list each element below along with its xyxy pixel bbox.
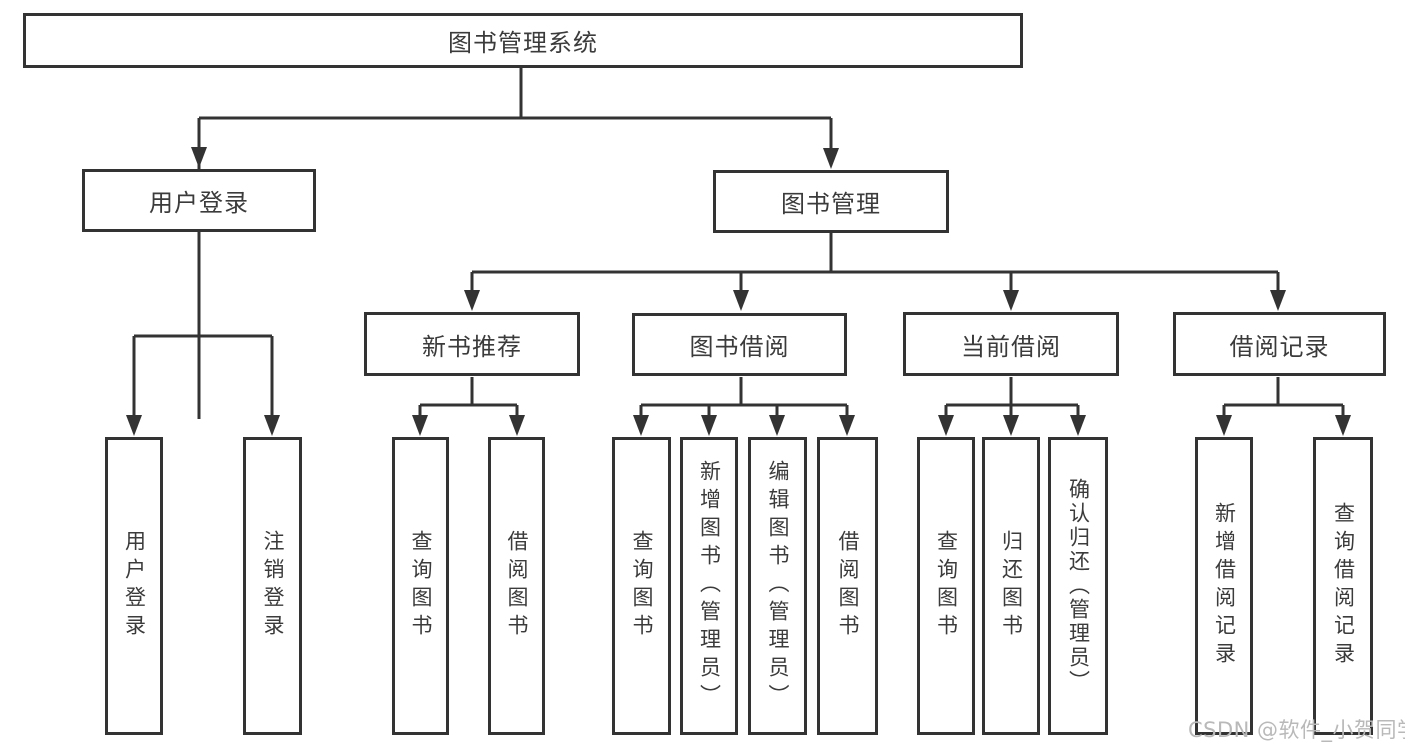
leaf-records-query-record: 查询借阅记录: [1313, 437, 1373, 735]
csdn-watermark: CSDN @软件_小贺同学: [1188, 718, 1405, 742]
leaf-current-query-books: 查询图书: [917, 437, 975, 735]
leaf-current-return-books: 归还图书: [982, 437, 1040, 735]
leaf-current-confirm-return-admin: 确认归还（管理员）: [1048, 437, 1108, 735]
leaf-newbook-query-books: 查询图书: [392, 437, 449, 735]
node-root-system: 图书管理系统: [23, 13, 1023, 68]
node-current-borrow: 当前借阅: [903, 312, 1119, 376]
connector-bookmgmt-to-level3: [470, 233, 1280, 296]
connector-userlogin-to-leaves: [132, 232, 274, 420]
node-new-book-recommend: 新书推荐: [364, 312, 580, 376]
leaf-borrow-add-books-admin: 新增图书（管理员）: [680, 437, 738, 735]
node-user-login: 用户登录: [82, 169, 316, 232]
leaf-newbook-borrow-books: 借阅图书: [488, 437, 545, 735]
leaf-borrow-query-books: 查询图书: [612, 437, 671, 735]
node-borrow-records: 借阅记录: [1173, 312, 1386, 376]
connector-currentborrow-to-leaves: [944, 377, 1080, 420]
node-book-borrow: 图书借阅: [632, 313, 847, 376]
connector-bookborrow-to-leaves: [639, 377, 849, 420]
node-book-management: 图书管理: [713, 170, 949, 233]
leaf-user-login: 用户登录: [105, 437, 163, 735]
connector-root-to-level2: [197, 68, 833, 419]
leaf-borrow-borrow-books: 借阅图书: [817, 437, 878, 735]
leaf-logout: 注销登录: [243, 437, 302, 735]
leaf-borrow-edit-books-admin: 编辑图书（管理员）: [748, 437, 807, 735]
leaf-records-add-record: 新增借阅记录: [1195, 437, 1253, 735]
arrowheads: [126, 147, 1351, 436]
connector-borrowrecord-to-leaves: [1222, 377, 1345, 420]
connector-newbook-to-leaves: [418, 377, 519, 420]
